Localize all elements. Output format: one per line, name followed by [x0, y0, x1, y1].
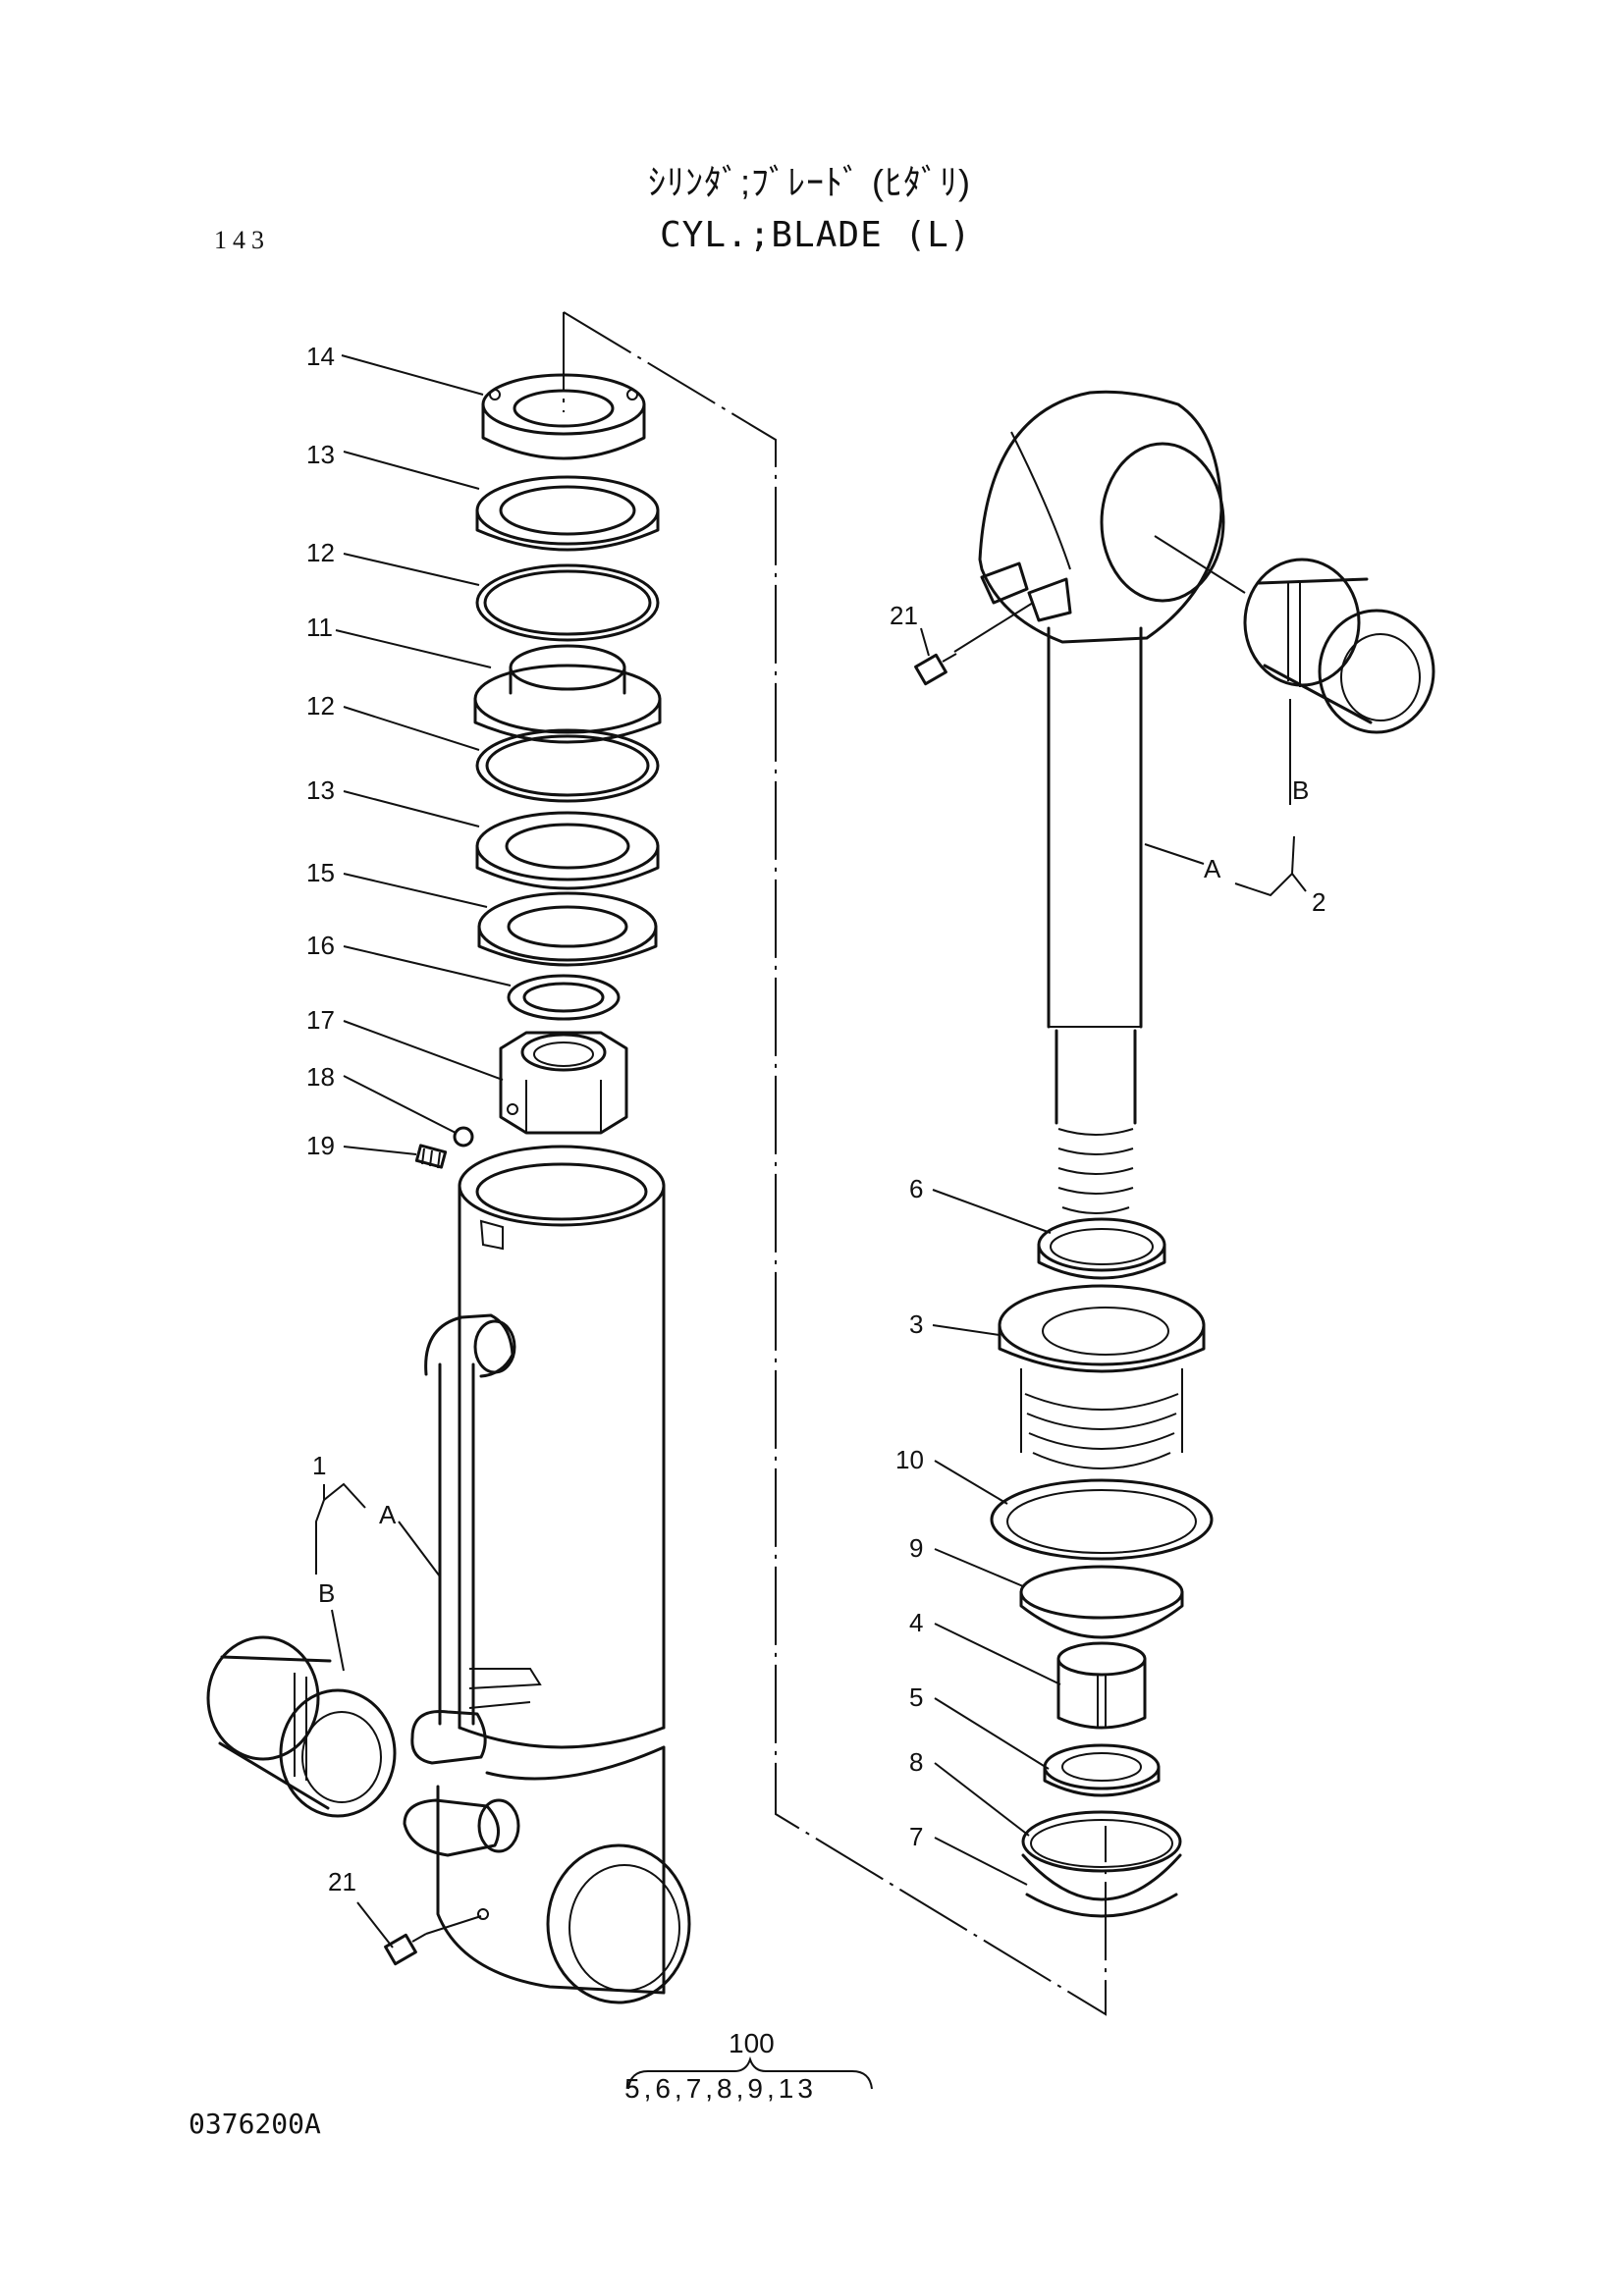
part-2-bushing: [1243, 558, 1435, 734]
callout-1-A: A: [379, 1500, 397, 1529]
callout-21-upper: 21: [890, 601, 918, 630]
callout-12-lower: 12: [306, 691, 335, 721]
callout-17: 17: [306, 1005, 335, 1035]
callout-1-B: B: [318, 1578, 335, 1608]
callout-2-B: B: [1292, 775, 1309, 805]
part-10-ring: [990, 1478, 1214, 1561]
part-12-ring-lower: [475, 728, 660, 803]
part-21-nipple-lower: [384, 1933, 427, 1966]
callout-5: 5: [909, 1682, 923, 1712]
callout-16: 16: [306, 931, 335, 960]
callout-2-A: A: [1204, 854, 1221, 883]
part-17-nut: [499, 1031, 628, 1135]
callout-13-lower: 13: [306, 775, 335, 805]
callout-1: 1: [312, 1451, 326, 1480]
part-18-ball: [453, 1126, 474, 1148]
part-11-piston: [473, 644, 662, 744]
part-15-washer: [477, 891, 658, 967]
callout-11: 11: [306, 613, 333, 642]
part-13-seal-upper: [475, 475, 660, 552]
part-19-set-screw: [414, 1144, 448, 1169]
callout-7: 7: [909, 1822, 923, 1851]
drawing-number: 0376200A: [189, 2108, 321, 2140]
cylinder-tube: [436, 1145, 691, 2004]
callout-21-lower: 21: [328, 1867, 356, 1896]
part-16-ring: [507, 974, 621, 1021]
assembly-number: 100: [729, 2028, 775, 2058]
callout-4: 4: [909, 1608, 923, 1637]
part-3-rod-cover: [998, 1284, 1206, 1469]
callout-8: 8: [909, 1747, 923, 1777]
part-5-ring: [1043, 1743, 1161, 1797]
part-8-seal: [1021, 1810, 1182, 1873]
part-13-seal-lower: [475, 811, 660, 890]
part-4-bushing: [1056, 1641, 1147, 1730]
part-2-rod-eye: [978, 390, 1225, 644]
part-9-seal: [1019, 1565, 1184, 1639]
callout-2: 2: [1312, 887, 1325, 917]
leader-lines: [315, 354, 1307, 1949]
title-english: CYL.;BLADE (L): [660, 215, 972, 255]
part-6-ring: [1037, 1217, 1166, 1280]
assembly-includes: 5,6,7,8,9,13: [624, 2073, 817, 2104]
title-japanese: ｼﾘﾝﾀﾞ;ﾌﾞﾚｰﾄﾞ (ﾋﾀﾞﾘ): [648, 162, 971, 202]
callout-14: 14: [306, 342, 335, 371]
cylinder-pipe: [403, 1313, 520, 1857]
callout-19: 19: [306, 1131, 335, 1160]
assembly-brace: [627, 2056, 873, 2090]
part-14-cover: [481, 373, 646, 460]
callout-15: 15: [306, 858, 335, 887]
part-12-ring-upper: [475, 563, 660, 642]
explode-axis-frame: [563, 311, 1107, 2016]
part-21-nipple-upper: [914, 653, 957, 686]
part-1-bushing: [206, 1635, 397, 1818]
callout-6: 6: [909, 1174, 923, 1203]
callout-9: 9: [909, 1533, 923, 1563]
callout-10: 10: [895, 1445, 924, 1474]
callout-3: 3: [909, 1309, 923, 1339]
callout-13-upper: 13: [306, 440, 335, 469]
callout-12-upper: 12: [306, 538, 335, 567]
piston-rod: [1047, 626, 1143, 1214]
page-number: 143: [214, 226, 270, 254]
part-7-seal: [1021, 1853, 1182, 1918]
callout-18: 18: [306, 1062, 335, 1092]
